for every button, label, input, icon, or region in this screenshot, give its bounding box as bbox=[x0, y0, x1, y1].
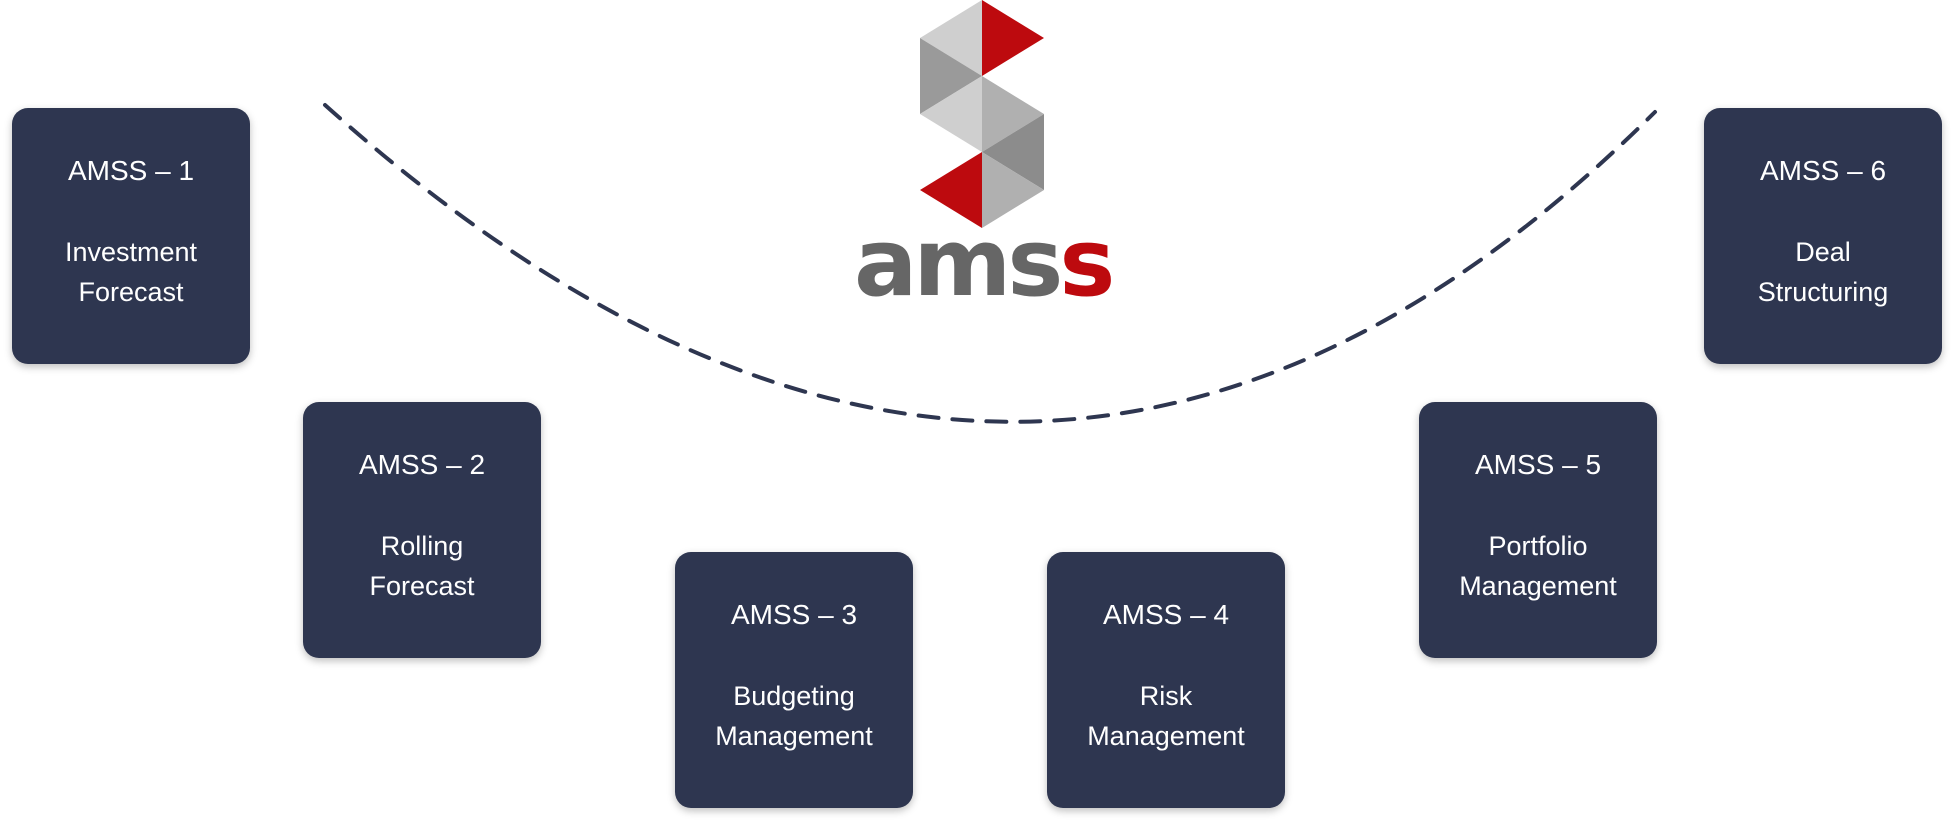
module-title: Rolling Forecast bbox=[369, 531, 475, 601]
module-card-4: AMSS – 4 Risk Management bbox=[1047, 552, 1285, 808]
module-card-6: AMSS – 6 Deal Structuring bbox=[1704, 108, 1942, 364]
module-id: AMSS – 5 bbox=[1474, 449, 1602, 480]
wordmark-main: ams bbox=[854, 209, 1063, 318]
module-title: Risk Management bbox=[1087, 681, 1245, 751]
module-title: Investment Forecast bbox=[64, 237, 198, 307]
module-id: AMSS – 3 bbox=[730, 599, 858, 630]
module-id: AMSS – 1 bbox=[67, 155, 195, 186]
module-id: AMSS – 4 bbox=[1102, 599, 1230, 630]
module-title: Portfolio Management bbox=[1459, 531, 1617, 601]
wordmark-accent: s bbox=[1059, 209, 1115, 318]
amss-wordmark: amss bbox=[854, 214, 1115, 314]
amss-logo: amss bbox=[854, 0, 1115, 320]
module-id: AMSS – 2 bbox=[358, 449, 486, 480]
module-title: Deal Structuring bbox=[1757, 237, 1889, 307]
module-id: AMSS – 6 bbox=[1759, 155, 1887, 186]
module-card-3: AMSS – 3 Budgeting Management bbox=[675, 552, 913, 808]
amss-logo-mark-icon bbox=[920, 0, 1044, 228]
module-card-1: AMSS – 1 Investment Forecast bbox=[12, 108, 250, 364]
module-card-2: AMSS – 2 Rolling Forecast bbox=[303, 402, 541, 658]
module-title: Budgeting Management bbox=[715, 681, 873, 751]
module-card-5: AMSS – 5 Portfolio Management bbox=[1419, 402, 1657, 658]
